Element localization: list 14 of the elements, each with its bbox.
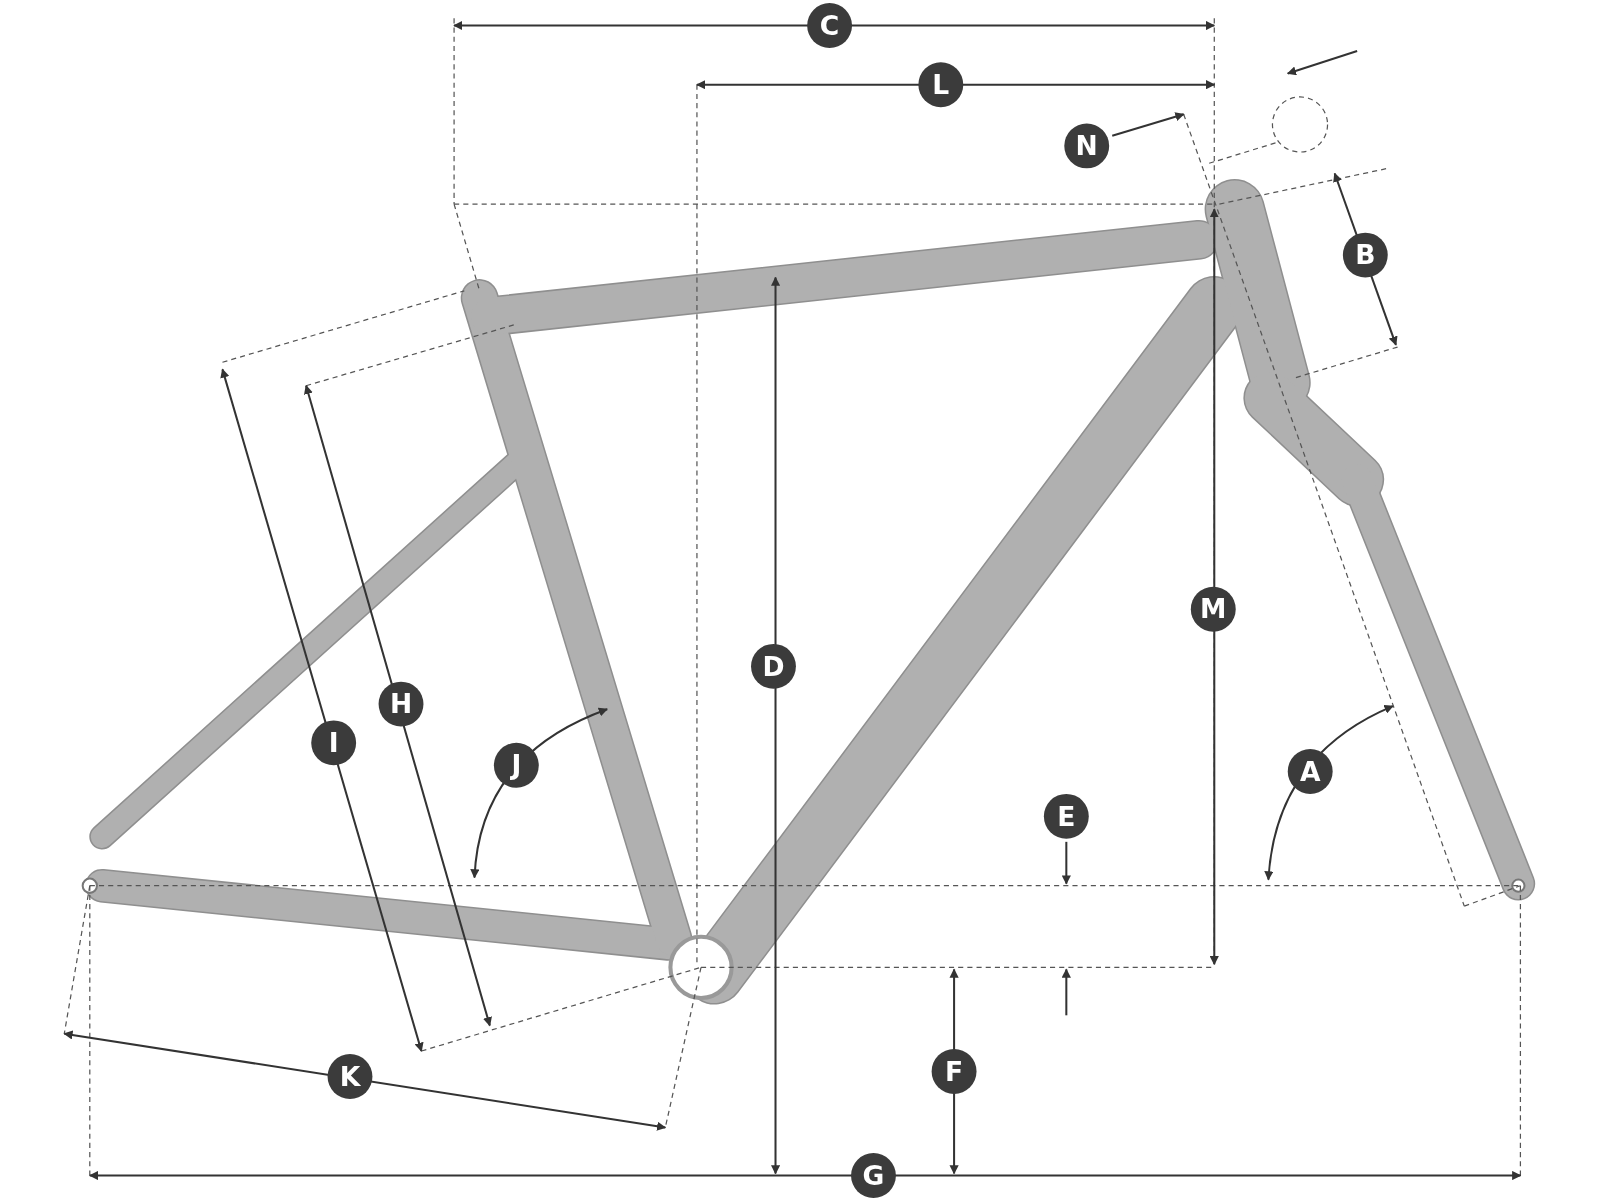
callout-letter: H [378, 681, 424, 727]
callout-letter: J [493, 742, 539, 788]
callout-letter: M [1190, 586, 1236, 632]
callout-letter: L [918, 62, 964, 108]
callout-letter: N [1064, 123, 1110, 169]
callout-letter: D [751, 643, 796, 689]
callout-letter: K [327, 1054, 373, 1099]
callout-letter: A [1287, 749, 1333, 794]
callout-letter: I [311, 720, 357, 766]
callout-letter: C [807, 3, 853, 48]
callout-letter: F [931, 1049, 977, 1094]
callout-letter: B [1342, 232, 1388, 278]
callout-letter: G [851, 1153, 896, 1198]
callout-letter: E [1043, 793, 1089, 839]
